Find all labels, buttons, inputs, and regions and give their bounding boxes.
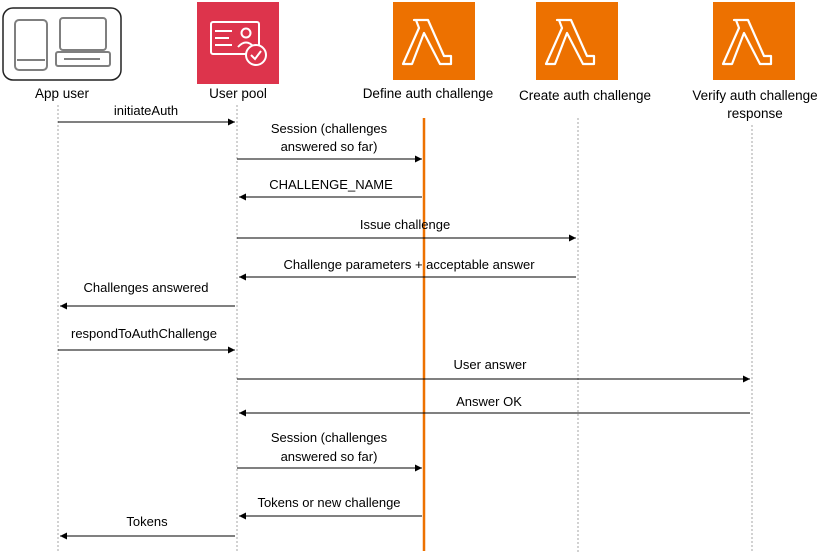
message-label: CHALLENGE_NAME [269, 177, 393, 192]
message-challenges-answered: Challenges answered [60, 280, 235, 310]
message-user-answer: User answer [237, 357, 750, 383]
message-label: answered so far) [281, 449, 378, 464]
participant-label-verify-line1: Verify auth challenge [692, 88, 817, 103]
message-label: User answer [454, 357, 528, 372]
message-issue-challenge: Issue challenge [237, 217, 576, 242]
message-label: Session (challenges [271, 430, 388, 445]
message-tokens: Tokens [60, 514, 235, 540]
devices-icon [2, 7, 122, 81]
lambda-icon [713, 2, 795, 80]
message-tokens-or-new-challenge: Tokens or new challenge [239, 495, 422, 520]
message-challenge-parameters: Challenge parameters + acceptable answer [239, 257, 576, 281]
participant-label-user-pool: User pool [209, 86, 267, 101]
message-label: answered so far) [281, 139, 378, 154]
message-session-2: Session (challenges answered so far) [237, 430, 422, 472]
message-label: Session (challenges [271, 121, 388, 136]
message-challenge-name: CHALLENGE_NAME [239, 177, 422, 201]
lambda-icon [393, 2, 475, 80]
message-label: Challenges answered [83, 280, 208, 295]
message-label: Issue challenge [360, 217, 450, 232]
participant-label-verify-line2: response [727, 106, 783, 121]
message-initiate-auth: initiateAuth [58, 103, 235, 126]
message-respond-to-auth-challenge: respondToAuthChallenge [58, 326, 235, 354]
message-label: Challenge parameters + acceptable answer [283, 257, 535, 272]
message-label: Tokens or new challenge [257, 495, 400, 510]
lambda-icon [536, 2, 618, 80]
participant-label-define: Define auth challenge [363, 86, 494, 101]
message-label: Tokens [126, 514, 168, 529]
participant-label-app-user: App user [35, 86, 90, 101]
message-label: initiateAuth [114, 103, 178, 118]
message-label: Answer OK [456, 394, 522, 409]
participant-label-create: Create auth challenge [519, 88, 651, 103]
message-label: respondToAuthChallenge [71, 326, 217, 341]
message-answer-ok: Answer OK [239, 394, 750, 417]
message-session-1: Session (challenges answered so far) [237, 121, 422, 163]
user-pool-icon [197, 2, 279, 84]
